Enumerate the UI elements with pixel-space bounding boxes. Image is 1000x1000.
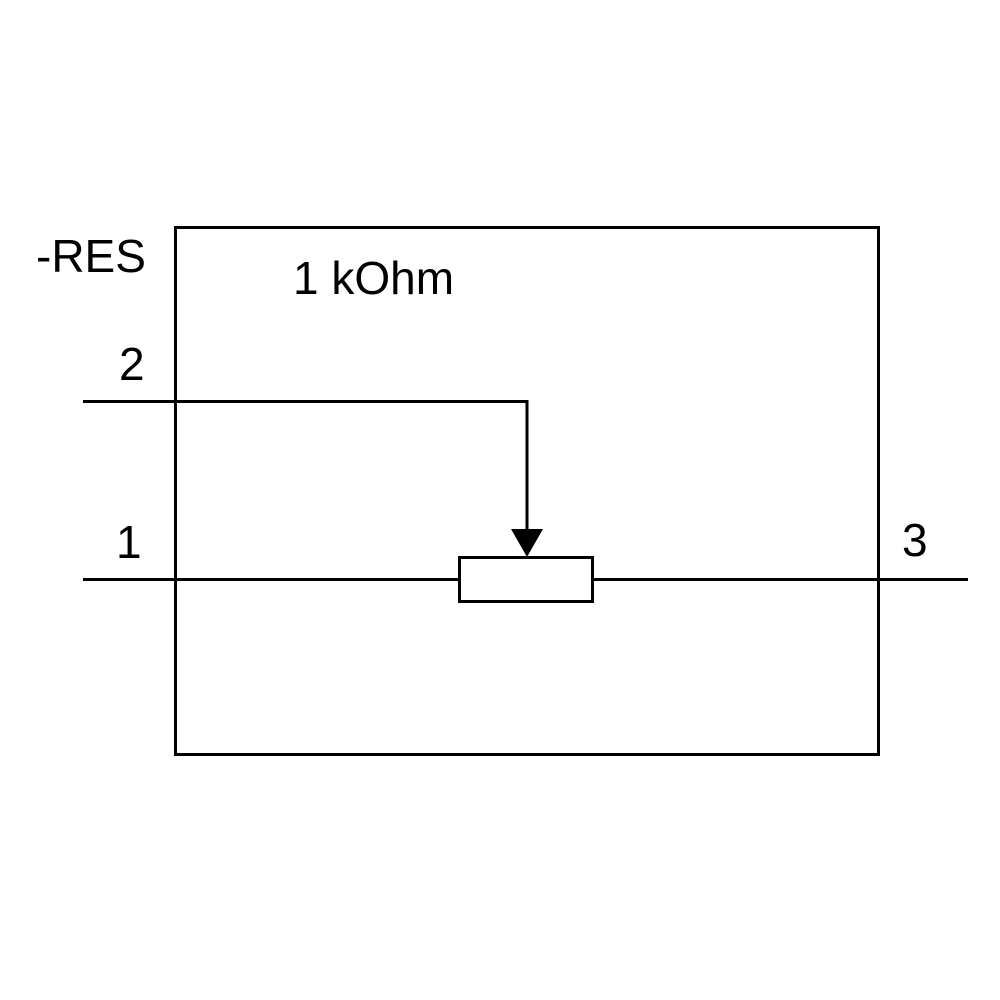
pin-3-label: 3	[902, 514, 928, 566]
pin-2-label: 2	[119, 338, 145, 390]
component-outline-box	[174, 226, 880, 756]
pin-1-label: 1	[116, 516, 142, 568]
wiper-arrow-icon	[511, 529, 543, 557]
component-ref-label: -RES	[36, 230, 146, 282]
resistor-element-body	[458, 556, 594, 603]
resistance-value-label: 1 kOhm	[293, 252, 455, 304]
